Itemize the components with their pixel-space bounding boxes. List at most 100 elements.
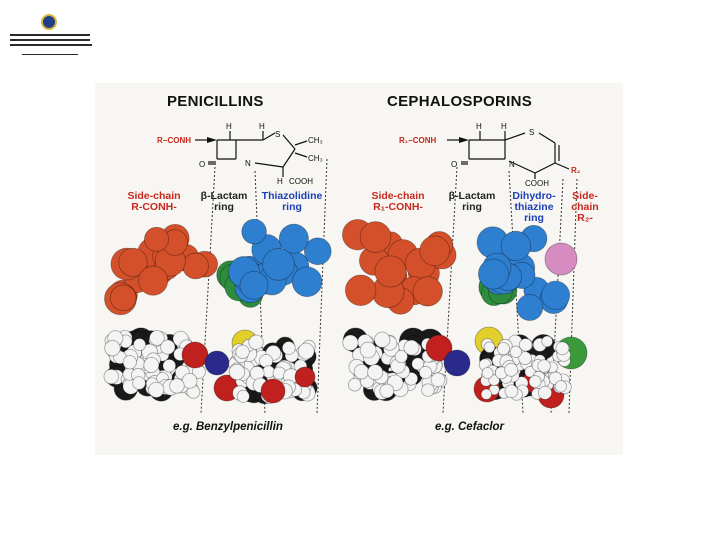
hydrogen-atom	[554, 380, 567, 393]
hydrogen-atom	[394, 349, 408, 364]
side-chain-sphere	[182, 252, 209, 280]
side-chain-sphere	[118, 247, 148, 277]
oxygen-atom	[181, 341, 209, 369]
side-chain-sphere	[138, 265, 169, 296]
antibiotic-structure-figure: R−CONH H H S CH₃ CH₃ O N H COOH	[95, 83, 623, 455]
hydrogen-atom	[228, 363, 246, 381]
penicillin-s: S	[275, 130, 280, 139]
logo-text-line	[10, 39, 90, 41]
side-chain-sphere	[412, 276, 443, 307]
hydrogen-atom	[297, 342, 315, 360]
hydrogen-atom	[524, 365, 537, 378]
hydrogen-atom	[367, 364, 384, 381]
hydrogen-atom	[342, 334, 359, 351]
hydrogen-atom	[504, 384, 519, 399]
penicillin-side-group: R−CONH	[157, 136, 191, 145]
cephalosporin-structure	[447, 131, 570, 179]
hydrogen-atom	[537, 359, 551, 373]
hydrogen-atom	[555, 341, 570, 356]
hydrogen-atom	[103, 368, 119, 385]
penicillins-heading: PENICILLINS	[167, 93, 264, 110]
oxygen-atom	[294, 366, 316, 388]
nitrogen-atom	[204, 350, 230, 376]
penicillin-side-chain-label: Side-chain R-CONH-	[127, 190, 181, 213]
side-chain-sphere	[109, 284, 137, 312]
hydrogen-atom	[353, 363, 370, 380]
penicillin-thiazolidine-label: Thiazolidine ring	[261, 190, 323, 213]
hydrogen-atom	[169, 378, 185, 394]
cephalosporin-cooh: COOH	[525, 179, 549, 188]
r2-sphere	[544, 242, 578, 276]
penicillin-structure-text: R−CONH H H S CH₃ CH₃ O N H COOH	[157, 122, 323, 186]
side-chain-sphere	[419, 235, 451, 267]
thiazolidine-sphere	[303, 237, 332, 266]
hydrogen-atom	[483, 341, 496, 354]
hydrogen-atom	[374, 331, 391, 348]
thiazolidine-sphere	[291, 266, 323, 297]
nitrogen-atom	[443, 349, 471, 377]
thiazolidine-sphere	[239, 270, 269, 300]
cephalosporin-lactam-label: β-Lactam ring	[448, 190, 496, 213]
hydrogen-atom	[379, 383, 395, 399]
dihydrothiazine-sphere	[500, 230, 532, 262]
penicillin-o: O	[199, 160, 205, 169]
hydrogen-atom	[162, 358, 177, 373]
hydrogen-atom	[421, 383, 435, 397]
thiazolidine-sphere	[241, 218, 267, 245]
hydrogen-atom	[347, 377, 362, 392]
hydrogen-atom	[496, 342, 511, 356]
hydrogen-atom	[509, 345, 522, 358]
cephalosporin-caption: e.g. Cefaclor	[435, 421, 505, 433]
thiazolidine-sphere	[262, 248, 295, 281]
penicillin-h1: H	[226, 122, 232, 131]
institution-logo	[8, 8, 92, 64]
figure-drawing: R−CONH H H S CH₃ CH₃ O N H COOH	[103, 122, 588, 414]
cephalosporin-h2: H	[501, 122, 507, 131]
cephalosporin-o: O	[451, 160, 457, 169]
logo-text-line	[10, 44, 92, 46]
hydrogen-atom	[259, 354, 274, 368]
hydrogen-atom	[518, 338, 533, 352]
cephalosporins-heading: CEPHALOSPORINS	[387, 93, 533, 110]
hydrogen-atom	[403, 339, 420, 356]
penicillin-ch3-a: CH₃	[308, 136, 323, 145]
hydrogen-atom	[418, 365, 433, 380]
hydrogen-atom	[122, 355, 137, 370]
penicillin-cooh: COOH	[289, 177, 313, 186]
cephalosporin-dihydrothiazine-label: Dihydro-thiazine ring	[512, 190, 556, 224]
penicillin-ch3-b: CH₃	[308, 154, 323, 163]
hydrogen-atom	[248, 334, 264, 350]
penicillin-h3: H	[277, 177, 283, 186]
hydrogen-atom	[359, 341, 377, 359]
hydrogen-atom	[132, 376, 146, 390]
logo-text-line	[22, 54, 78, 55]
cephalosporin-n: N	[509, 160, 515, 169]
oxygen-atom	[260, 378, 286, 404]
hydrogen-atom	[236, 389, 250, 403]
penicillin-lactam-label: β-Lactam ring	[200, 190, 248, 213]
hydrogen-atom	[104, 340, 121, 357]
cephalosporin-side-chain-label: Side-chain R₁-CONH-	[371, 190, 425, 213]
hydrogen-atom	[488, 374, 500, 386]
dihydrothiazine-sphere	[541, 280, 571, 310]
oxygen-atom	[425, 334, 453, 362]
hydrogen-atom	[504, 362, 519, 377]
penicillin-structure	[195, 131, 308, 177]
hydrogen-atom	[518, 351, 532, 365]
penicillin-h2: H	[259, 122, 265, 131]
hydrogen-atom	[149, 330, 165, 346]
hydrogen-atom	[133, 338, 146, 352]
cephalosporin-structure-text: R₁−CONH H H S O N R₂ COOH	[399, 122, 581, 188]
university-seal-icon	[41, 14, 57, 30]
hydrogen-atom	[430, 372, 446, 388]
hydrogen-atom	[541, 335, 553, 348]
side-chain-sphere	[344, 274, 377, 306]
hydrogen-atom	[148, 381, 165, 398]
cephalosporin-side-group: R₁−CONH	[399, 136, 437, 145]
cephalosporin-r2: R₂	[571, 166, 581, 175]
penicillin-n: N	[245, 159, 251, 168]
hydrogen-atom	[235, 344, 250, 359]
cephalosporin-domain-model	[342, 219, 578, 321]
penicillin-domain-model	[104, 218, 332, 316]
hydrogen-atom	[143, 356, 160, 373]
